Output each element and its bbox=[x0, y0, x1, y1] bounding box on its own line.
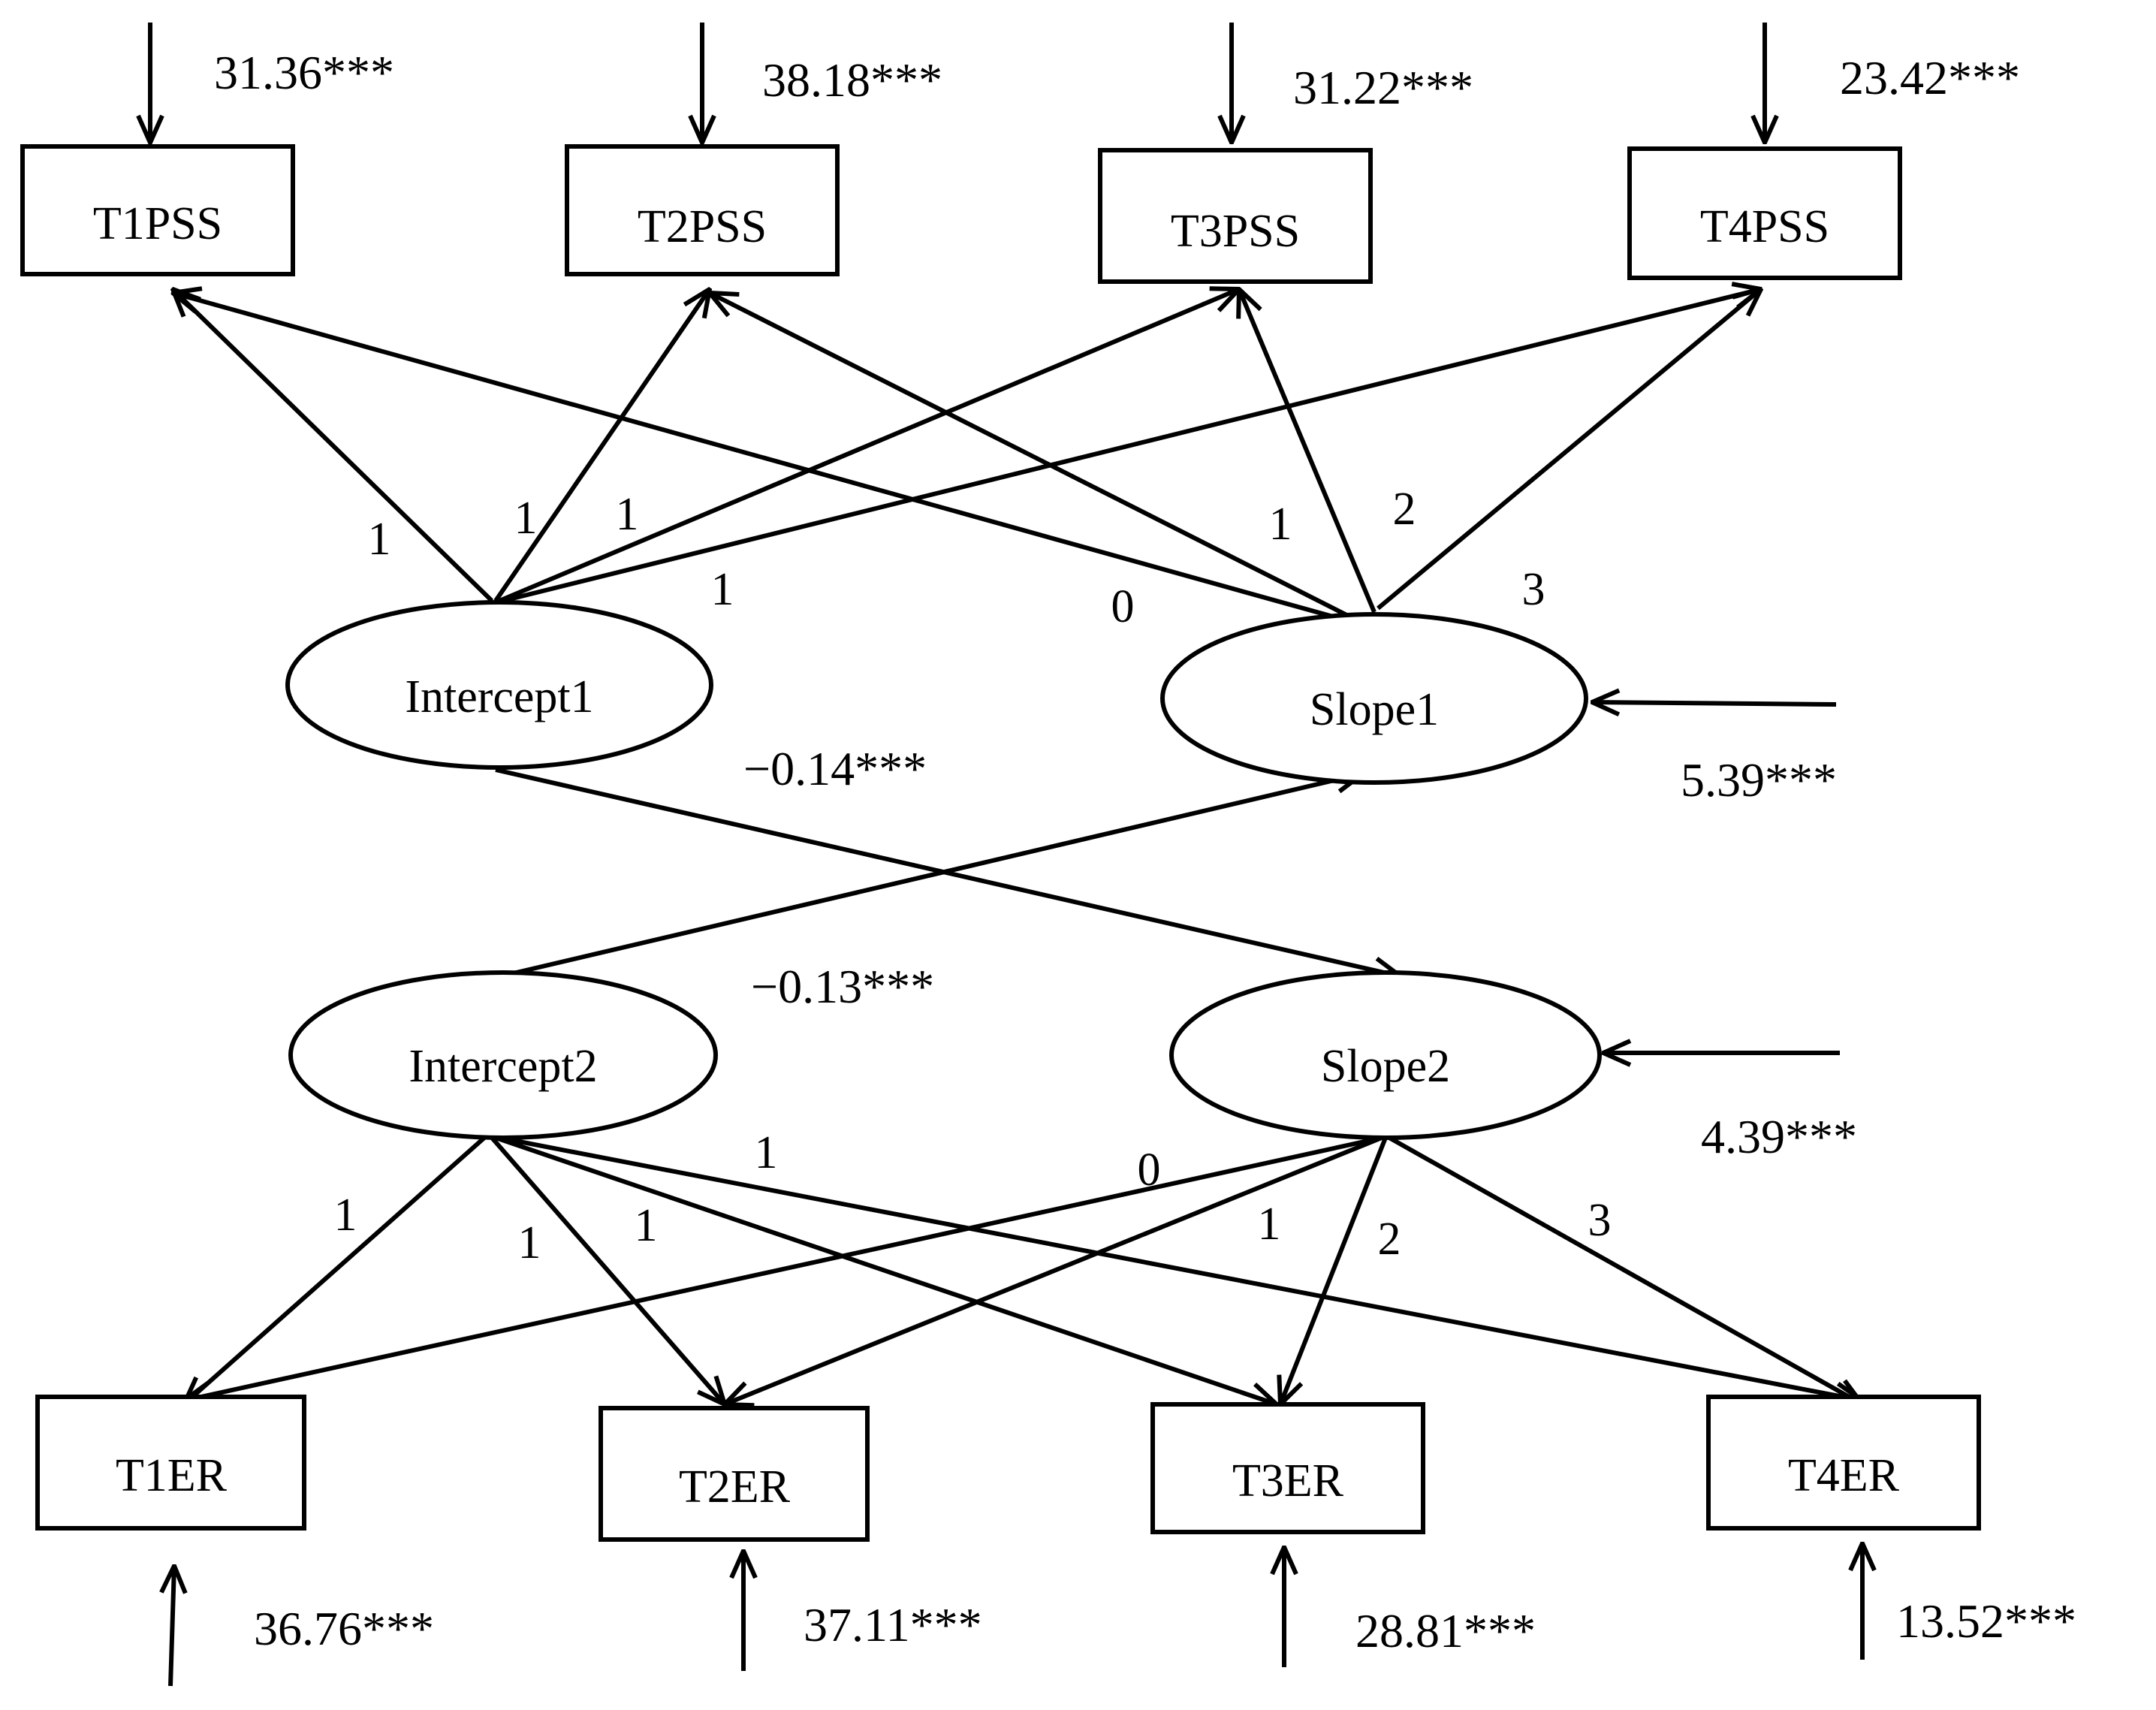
residual-t1er: 36.76*** bbox=[254, 1602, 434, 1655]
residual-t3pss: 31.22*** bbox=[1293, 61, 1473, 114]
loading-labels-bottom: 1 1 1 1 0 1 2 3 bbox=[334, 1127, 1612, 1268]
latent-ovals bbox=[285, 600, 1602, 1140]
path-intercept2-t2er bbox=[490, 1136, 725, 1404]
loading-intercept2-t3er: 1 bbox=[635, 1200, 658, 1251]
loading-intercept1-t1pss: 1 bbox=[368, 514, 391, 565]
path-slope1-t4pss bbox=[1377, 289, 1761, 611]
loading-slope2-t2er: 1 bbox=[1258, 1199, 1281, 1250]
oval-slope2 bbox=[1169, 970, 1602, 1140]
loading-intercept1-t4pss: 1 bbox=[711, 564, 734, 615]
loading-slope1-t2pss: 1 bbox=[1269, 499, 1292, 550]
path-intercept1-t2pss bbox=[493, 289, 710, 602]
observed-bottom bbox=[35, 1395, 1981, 1542]
coef-intercept1-slope2: −0.14*** bbox=[743, 742, 927, 795]
label-t2er: T2ER bbox=[679, 1461, 791, 1512]
box-t2pss bbox=[565, 144, 840, 276]
path-intercept2-t1er bbox=[184, 1135, 486, 1404]
loading-slope2-t3er: 2 bbox=[1378, 1214, 1401, 1265]
loading-slope1-t1pss: 0 bbox=[1111, 581, 1135, 632]
latent-labels: Intercept1 Slope1 Intercept2 Slope2 bbox=[405, 671, 1450, 1092]
loading-paths-top bbox=[173, 289, 1761, 629]
box-t3pss bbox=[1098, 148, 1373, 284]
oval-intercept2 bbox=[288, 970, 718, 1140]
oval-intercept1 bbox=[285, 600, 713, 770]
residual-labels-top: 31.36*** 38.18*** 31.22*** 23.42*** bbox=[214, 46, 2020, 114]
loading-slope2-t1er: 0 bbox=[1138, 1145, 1161, 1196]
path-intercept1-t3pss bbox=[498, 289, 1239, 603]
box-t4pss bbox=[1627, 146, 1902, 280]
label-t1er: T1ER bbox=[116, 1450, 228, 1501]
box-t4er bbox=[1706, 1395, 1981, 1531]
observed-top bbox=[20, 144, 1902, 284]
path-slope1-t3pss bbox=[1239, 289, 1377, 614]
path-intercept1-t1pss bbox=[173, 289, 494, 603]
path-slope1-t2pss bbox=[710, 293, 1372, 629]
residual-t4pss: 23.42*** bbox=[1840, 51, 2020, 104]
path-slope2-t3er bbox=[1280, 1136, 1388, 1404]
residual-arrow-t1er bbox=[170, 1566, 174, 1687]
coef-intercept2-slope1: −0.13*** bbox=[751, 960, 934, 1013]
residual-arrow-slope1 bbox=[1592, 702, 1837, 704]
box-t1er bbox=[35, 1395, 306, 1531]
loading-intercept2-t4er: 1 bbox=[755, 1127, 778, 1178]
loading-intercept1-t3pss: 1 bbox=[616, 489, 639, 540]
observed-bottom-labels: T1ER T2ER T3ER T4ER bbox=[116, 1450, 1900, 1512]
cross-paths bbox=[495, 770, 1401, 977]
oval-slope1 bbox=[1160, 612, 1588, 785]
label-t3er: T3ER bbox=[1232, 1455, 1344, 1506]
label-intercept1: Intercept1 bbox=[405, 671, 593, 722]
label-intercept2: Intercept2 bbox=[409, 1041, 597, 1092]
residual-arrows bbox=[150, 23, 1862, 1687]
residual-t4er: 13.52*** bbox=[1896, 1594, 2076, 1648]
residual-labels-bottom: 36.76*** 37.11*** 28.81*** 13.52*** bbox=[254, 1594, 2076, 1657]
loading-intercept2-t1er: 1 bbox=[334, 1190, 357, 1241]
label-t3pss: T3PSS bbox=[1171, 206, 1300, 257]
label-slope2: Slope2 bbox=[1321, 1041, 1450, 1092]
residual-slope2: 4.39*** bbox=[1701, 1110, 1857, 1163]
label-t4pss: T4PSS bbox=[1700, 201, 1829, 252]
residual-t2er: 37.11*** bbox=[804, 1598, 982, 1651]
loading-slope2-t4er: 3 bbox=[1588, 1195, 1612, 1246]
box-t3er bbox=[1150, 1402, 1425, 1534]
label-t4er: T4ER bbox=[1788, 1450, 1900, 1501]
path-intercept2-t4er bbox=[499, 1135, 1862, 1401]
path-slope2-t1er bbox=[184, 1135, 1383, 1401]
label-t2pss: T2PSS bbox=[638, 201, 767, 252]
path-intercept1-t4pss bbox=[502, 289, 1761, 603]
residual-slope1: 5.39*** bbox=[1681, 753, 1837, 807]
path-intercept2-t3er bbox=[495, 1135, 1277, 1404]
path-slope2-t2er bbox=[725, 1135, 1383, 1404]
loading-slope1-t4pss: 3 bbox=[1522, 564, 1545, 615]
latent-residual-labels: 5.39*** 4.39*** bbox=[1681, 753, 1857, 1163]
path-slope2-t4er bbox=[1388, 1135, 1862, 1404]
loading-labels-top: 1 1 1 1 0 1 2 3 bbox=[368, 484, 1545, 632]
residual-t2pss: 38.18*** bbox=[762, 53, 942, 107]
residual-t3er: 28.81*** bbox=[1355, 1604, 1536, 1657]
loading-intercept1-t2pss: 1 bbox=[514, 493, 538, 544]
observed-top-labels: T1PSS T2PSS T3PSS T4PSS bbox=[93, 198, 1829, 257]
label-slope1: Slope1 bbox=[1310, 684, 1439, 735]
path-slope1-t1pss bbox=[173, 293, 1371, 629]
loading-intercept2-t2er: 1 bbox=[518, 1217, 541, 1268]
loading-slope1-t3pss: 2 bbox=[1393, 484, 1416, 535]
label-t1pss: T1PSS bbox=[93, 198, 222, 249]
cross-path-labels: −0.14*** −0.13*** bbox=[743, 742, 934, 1013]
residual-t1pss: 31.36*** bbox=[214, 46, 394, 99]
box-t2er bbox=[599, 1406, 870, 1542]
loading-paths-bottom bbox=[184, 1135, 1862, 1404]
path-intercept2-slope1 bbox=[506, 774, 1363, 977]
box-t1pss bbox=[20, 144, 295, 276]
